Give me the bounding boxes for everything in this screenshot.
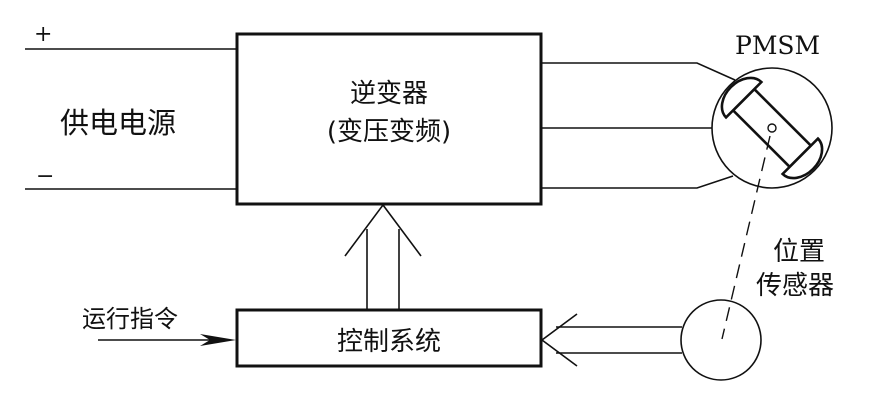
run-command-label: 运行指令 bbox=[82, 305, 178, 333]
phase-a-line bbox=[541, 62, 736, 81]
inverter-label: 逆变器 bbox=[350, 79, 428, 109]
power-supply bbox=[25, 48, 237, 190]
control-system-label: 控制系统 bbox=[337, 327, 441, 357]
sensor-circle bbox=[680, 299, 762, 381]
plus-sign: + bbox=[34, 22, 52, 47]
control-to-inverter-arrow bbox=[344, 203, 422, 310]
shaft-coupling-dashed bbox=[721, 135, 771, 340]
sensor-to-control-arrow bbox=[540, 313, 682, 367]
sensor-label-line1: 位置 bbox=[773, 237, 825, 267]
sensor-label-line2: 传感器 bbox=[756, 271, 834, 301]
motor-label: PMSM bbox=[735, 31, 820, 60]
inverter-sublabel: (变压变频) bbox=[327, 117, 451, 147]
rotor-south-pole bbox=[780, 136, 824, 180]
control-system-box bbox=[235, 308, 543, 368]
run-command-arrowhead bbox=[200, 334, 236, 346]
phase-c-line bbox=[541, 175, 734, 189]
phase-lines bbox=[541, 62, 736, 189]
inverter-box bbox=[235, 32, 543, 206]
rotor-north-pole bbox=[720, 76, 764, 120]
rotor-pivot bbox=[767, 123, 777, 133]
minus-sign: − bbox=[36, 164, 54, 189]
power-supply-label: 供电电源 bbox=[60, 106, 176, 140]
